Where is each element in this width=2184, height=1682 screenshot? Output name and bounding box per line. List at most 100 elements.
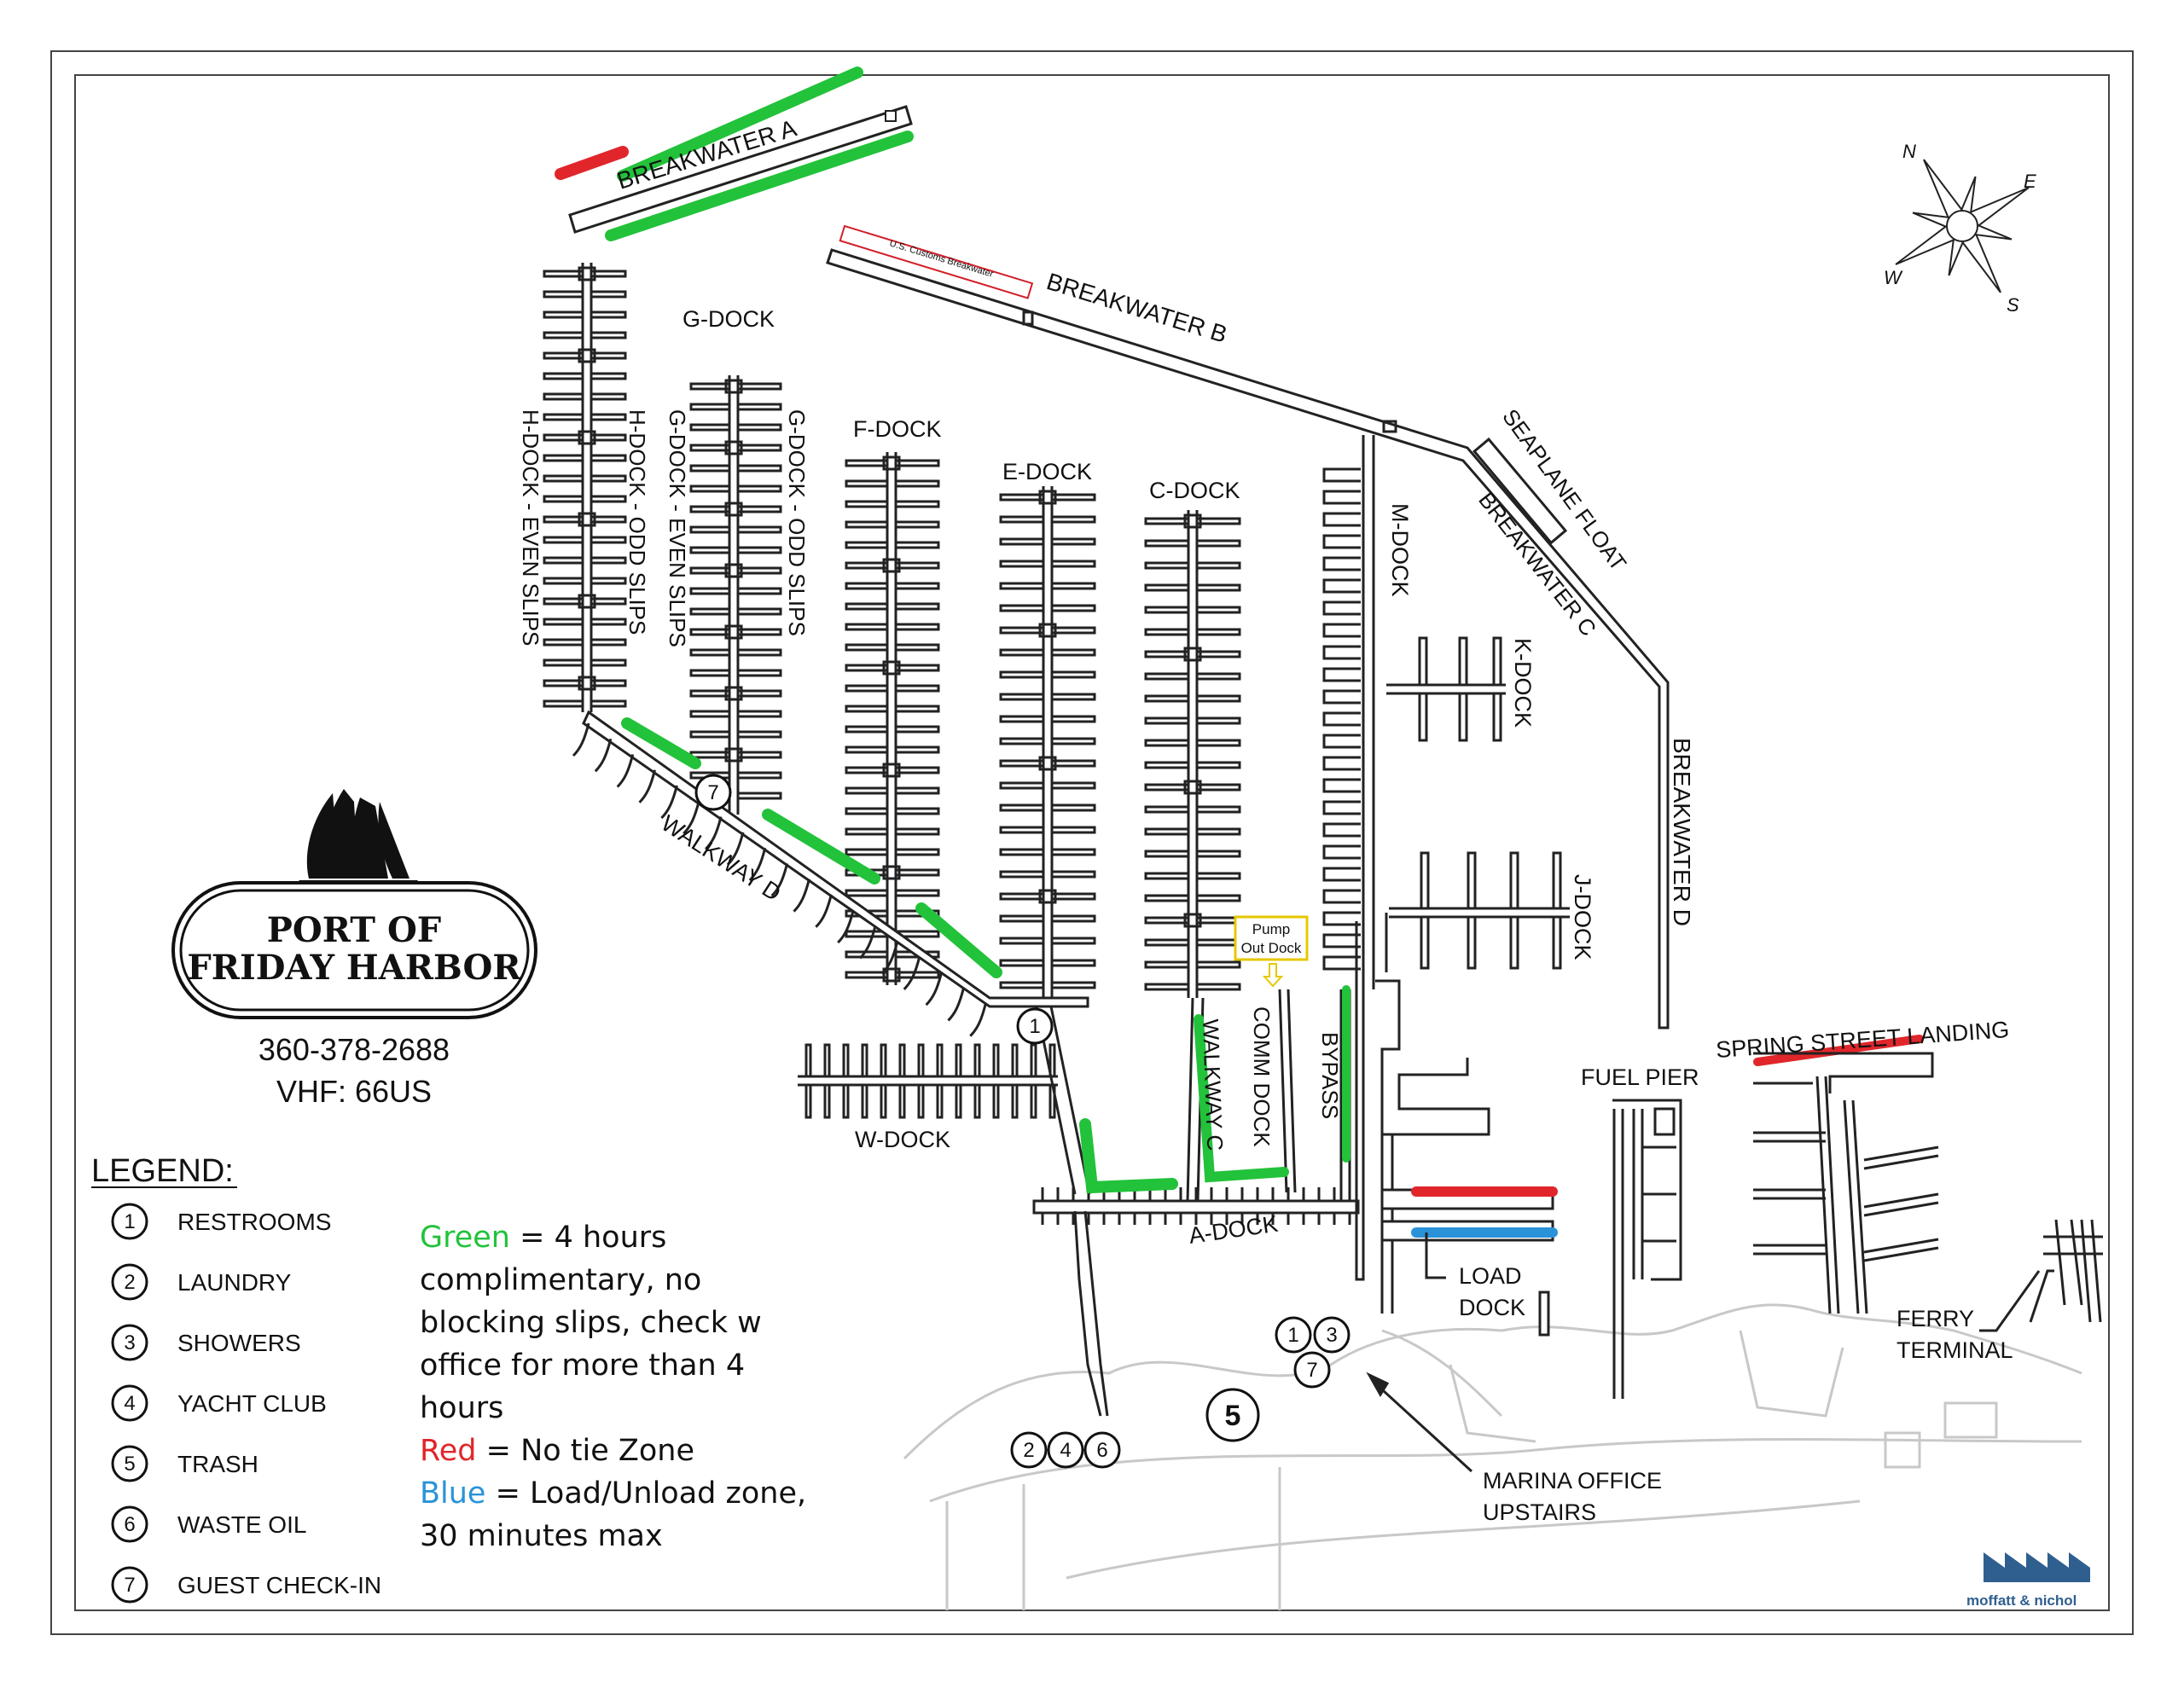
m-dock [1322,467,1361,971]
legend-label: YACHT CLUB [177,1390,327,1417]
label-g-even: G-DOCK - EVEN SLIPS [665,409,690,647]
schooner-icon [299,789,418,894]
legend-label: RESTROOMS [177,1209,331,1235]
facility-marker-number: 5 [1225,1400,1241,1432]
facility-marker-number: 3 [1326,1324,1337,1347]
facility-marker [1293,1351,1331,1389]
label-load-dock-2: DOCK [1459,1295,1525,1320]
facility-marker-number: 4 [1060,1439,1071,1462]
label-e-dock: E-DOCK [1002,459,1092,484]
compass-rose-icon: N E S W [1884,141,2036,316]
facility-marker [1047,1431,1084,1469]
note-green-word: Green [420,1221,510,1255]
legend-number: 3 [124,1331,135,1354]
facility-marker-number: 1 [1029,1015,1040,1038]
label-marina-office-1: MARINA OFFICE [1483,1468,1662,1494]
k-dock [1386,636,1506,742]
pump-out-label-1: Pump [1252,921,1290,937]
label-load-dock-1: LOAD [1459,1263,1522,1289]
legend-label: SHOWERS [177,1330,301,1356]
logo-vhf: VHF: 66US [276,1074,432,1109]
facility-marker [1083,1431,1121,1469]
label-a-dock: A-DOCK [1188,1211,1280,1249]
label-breakwater-d: BREAKWATER D [1669,738,1695,926]
label-m-dock: M-DOCK [1387,503,1413,597]
label-h-odd: H-DOCK - ODD SLIPS [624,409,650,635]
note-green-3: blocking slips, check w [420,1306,762,1340]
facility-marker-number: 1 [1287,1324,1298,1347]
green-zone [617,67,863,182]
label-walkway-d: WALKWAY D [657,810,786,907]
legend-number: 7 [124,1574,135,1597]
ferry-terminal [1979,1219,2103,1332]
facility-marker [1010,1431,1048,1469]
facility-marker [1016,1007,1054,1045]
w-dock [798,1043,1058,1119]
legend-marker [111,1203,148,1240]
customs-box [839,224,1034,299]
legend-marker [111,1384,148,1422]
label-spring-street: SPRING STREET LANDING [1715,1017,2010,1063]
label-comm-dock: COMM DOCK [1249,1006,1275,1147]
note-green-1: = 4 hours [510,1221,666,1255]
legend-number: 1 [124,1210,135,1233]
note-blue-word: Blue [420,1476,485,1511]
facility-marker-number: 6 [1096,1439,1107,1462]
note-red-text: = No tie Zone [477,1434,695,1468]
logo-phone: 360-378-2688 [258,1032,450,1067]
pump-out-sign: Pump Out Dock [1234,915,1309,988]
breakwater-b-c-d [826,224,1670,1030]
h-dock [543,263,627,712]
spring-street-landing [1753,1052,1939,1314]
label-f-dock: F-DOCK [853,416,942,442]
label-ferry-1: FERRY [1896,1306,1974,1331]
note-green-5: hours [420,1391,503,1425]
note-blue-2: 30 minutes max [420,1519,663,1553]
inner-frame [74,74,2110,1611]
legend-marker [111,1263,148,1301]
svg-text:Blue = Load/Unload zone,: Blue = Load/Unload zone, [420,1476,806,1511]
note-green-4: office for more than 4 [420,1348,745,1383]
e-dock [999,486,1096,998]
legend-marker [111,1324,148,1361]
c-dock [1144,510,1241,998]
label-c-dock: C-DOCK [1149,478,1240,503]
legend-number: 5 [124,1453,135,1476]
legend-label: LAUNDRY [177,1269,292,1296]
zone-notes: Green = 4 hours complimentary, no blocki… [420,1221,806,1553]
label-w-dock: W-DOCK [855,1127,950,1152]
g-dock [689,375,782,815]
logo-line-2: FRIDAY HARBOR [187,948,521,988]
logo-line-1: PORT OF [267,910,441,950]
legend-number: 4 [124,1392,135,1415]
legend-label: GUEST CHECK-IN [177,1572,381,1598]
a-dock [1032,1006,1360,1417]
facility-marker-number: 7 [707,781,718,804]
facility-marker [1313,1316,1350,1354]
walkway-d [572,710,1089,1037]
compass-s: S [2007,294,2019,316]
f-dock [845,452,940,985]
compass-w: W [1884,267,1903,288]
outer-frame [50,50,2134,1635]
fuel-pier [1612,1099,1682,1399]
svg-text:Red = No tie Zone: Red = No tie Zone [420,1434,694,1468]
label-j-dock: J-DOCK [1570,874,1595,960]
svg-text:Green = 4 hours: Green = 4 hours [420,1221,666,1255]
red-zone [555,146,629,180]
legend-title: LEGEND: [91,1153,234,1189]
note-green-2: complimentary, no [420,1263,701,1297]
pointers [1366,1232,2054,1473]
facility-marker [694,774,732,811]
note-blue-1: = Load/Unload zone, [485,1476,806,1511]
label-g-dock: G-DOCK [682,306,775,332]
legend-marker [111,1445,148,1482]
facility-marker [1275,1316,1312,1354]
label-k-dock: K-DOCK [1510,638,1536,728]
legend-label: WASTE OIL [177,1511,306,1538]
legend-label: TRASH [177,1451,258,1477]
label-walkway-c: WALKWAY C [1198,1018,1228,1151]
